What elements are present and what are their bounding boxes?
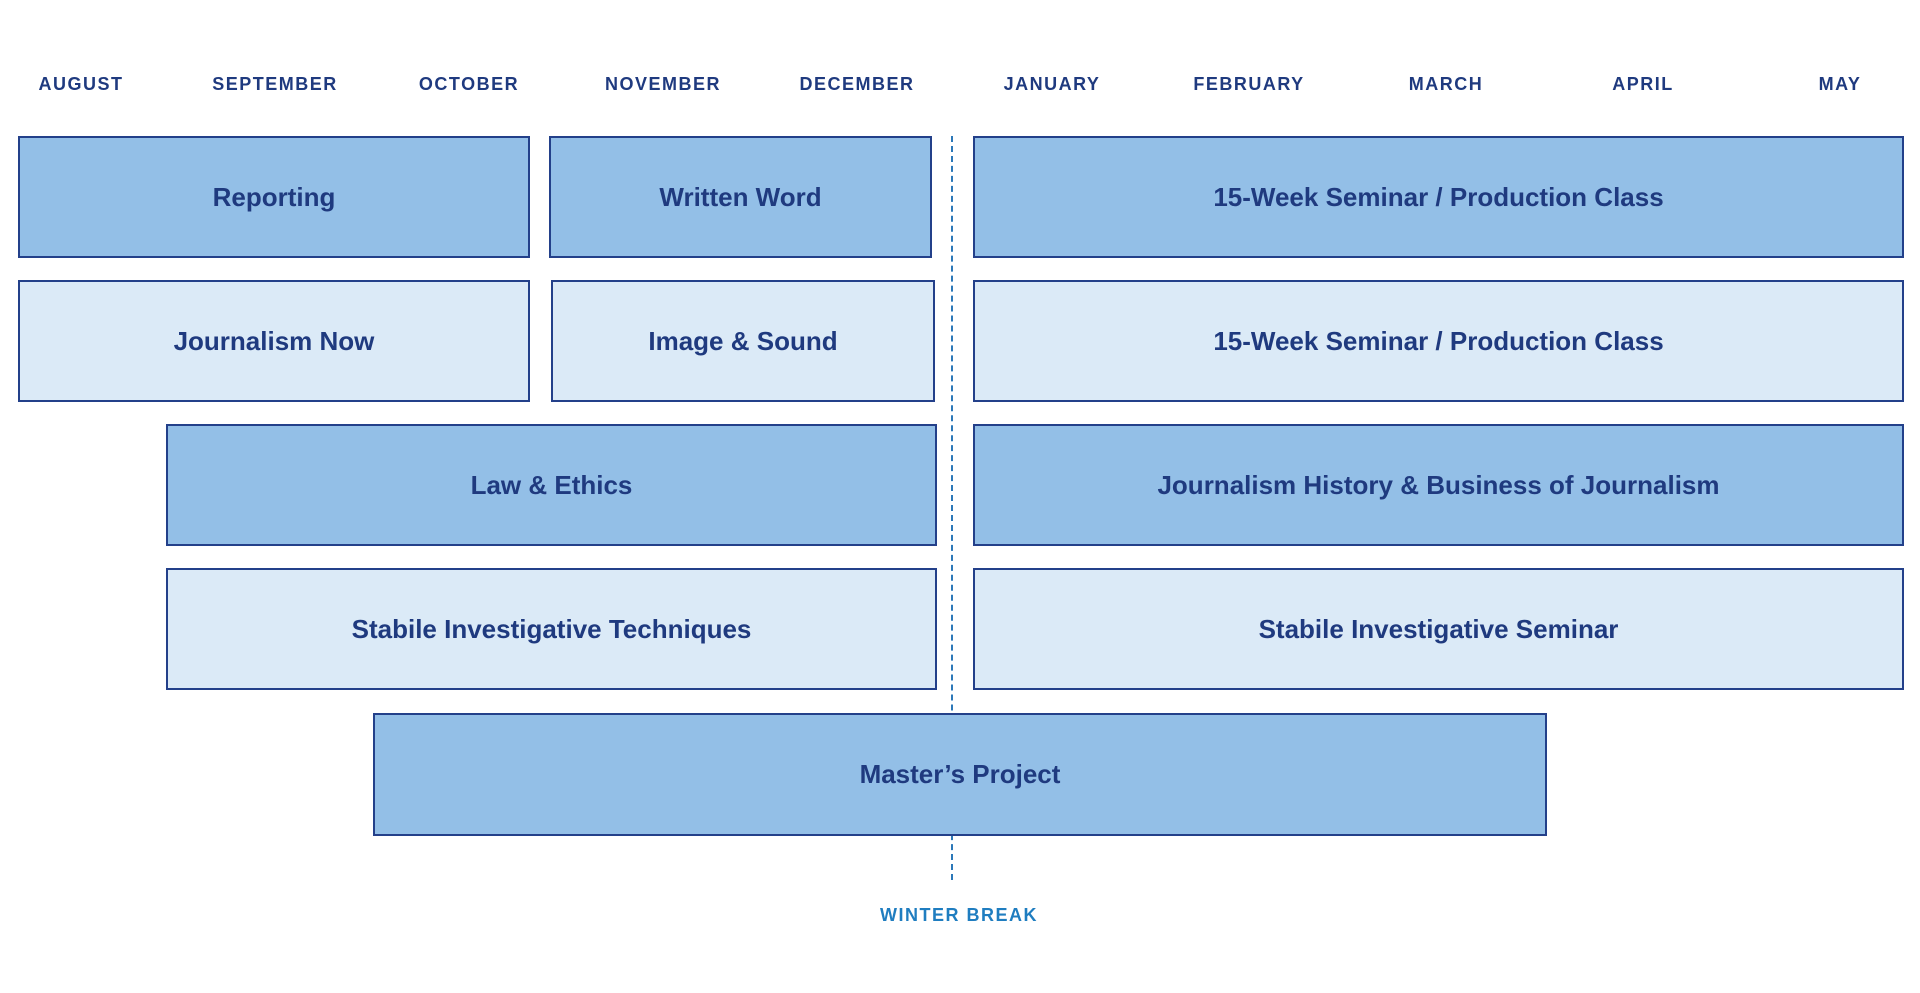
course-investigative-seminar: Stabile Investigative Seminar (973, 568, 1904, 690)
month-label-october: OCTOBER (418, 74, 520, 94)
month-label-september: SEPTEMBER (212, 74, 338, 94)
course-seminar-production-2: 15-Week Seminar / Production Class (973, 280, 1904, 402)
month-label-march: MARCH (1408, 74, 1484, 94)
course-reporting: Reporting (18, 136, 530, 258)
course-written-word: Written Word (549, 136, 932, 258)
month-label-april: APRIL (1612, 74, 1674, 94)
month-label-february: FEBRUARY (1193, 74, 1305, 94)
course-investigative-techniques: Stabile Investigative Techniques (166, 568, 937, 690)
month-label-january: JANUARY (1003, 74, 1101, 94)
course-journalism-now: Journalism Now (18, 280, 530, 402)
month-label-august: AUGUST (38, 74, 124, 94)
course-masters-project: Master’s Project (373, 713, 1547, 836)
course-history-business: Journalism History & Business of Journal… (973, 424, 1904, 546)
course-image-sound: Image & Sound (551, 280, 935, 402)
month-label-december: DECEMBER (799, 74, 915, 94)
winter-break-divider (951, 136, 953, 880)
course-seminar-production-1: 15-Week Seminar / Production Class (973, 136, 1904, 258)
winter-break-label: WINTER BREAK (880, 905, 1038, 925)
month-label-november: NOVEMBER (604, 74, 722, 94)
course-law-ethics: Law & Ethics (166, 424, 937, 546)
month-label-may: MAY (1818, 74, 1862, 94)
